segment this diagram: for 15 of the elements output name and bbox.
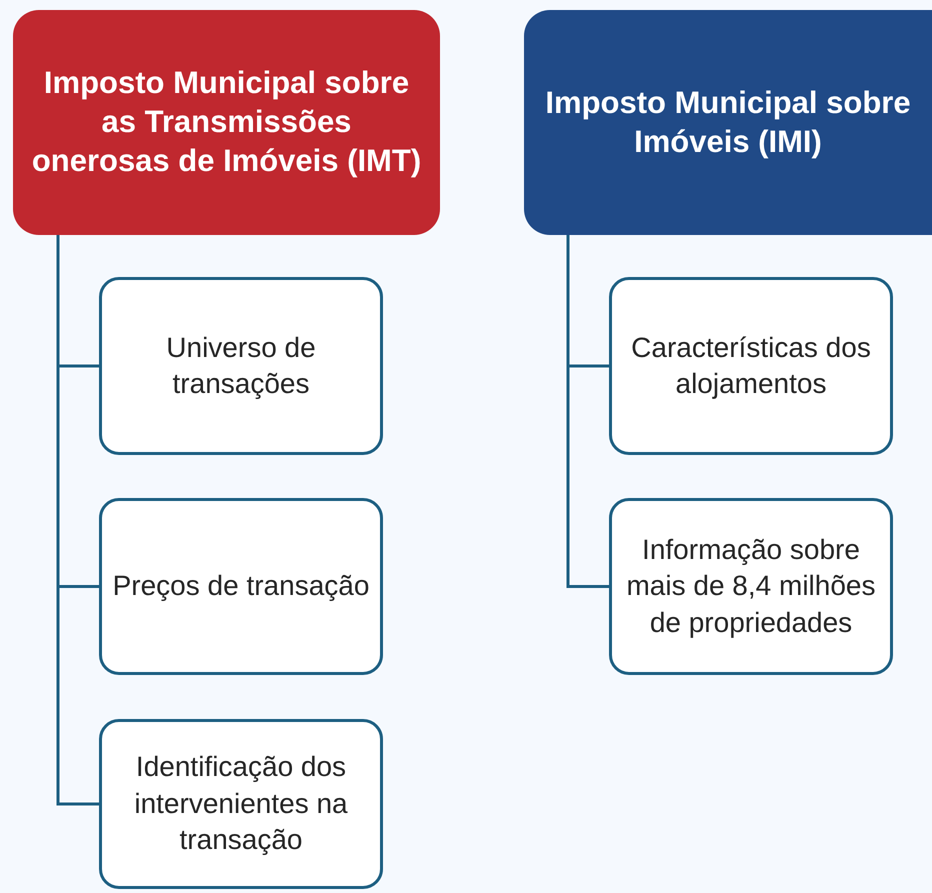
item-box (99, 498, 383, 675)
category-header-box (13, 10, 440, 235)
connector-line (566, 235, 609, 588)
item-box (609, 498, 893, 675)
category-header-box (524, 10, 932, 235)
box-text: Imposto Municipal sobre as Transmissões onerosas de Imóveis (IMT) (31, 64, 422, 180)
box-text: Universo de transações (165, 330, 317, 401)
box-text: Imposto Municipal sobre Imóveis (IMI) (544, 84, 912, 160)
box-text: Preços de transação (112, 569, 370, 604)
box-text: Identificação dos intervenientes na transação (133, 750, 349, 858)
item-box (99, 277, 383, 455)
box-text: Características dos alojamentos (630, 330, 872, 401)
box-text: Informação sobre mais de 8,4 milhões de propriedades (625, 532, 876, 640)
item-box (99, 719, 383, 889)
item-box (609, 277, 893, 455)
